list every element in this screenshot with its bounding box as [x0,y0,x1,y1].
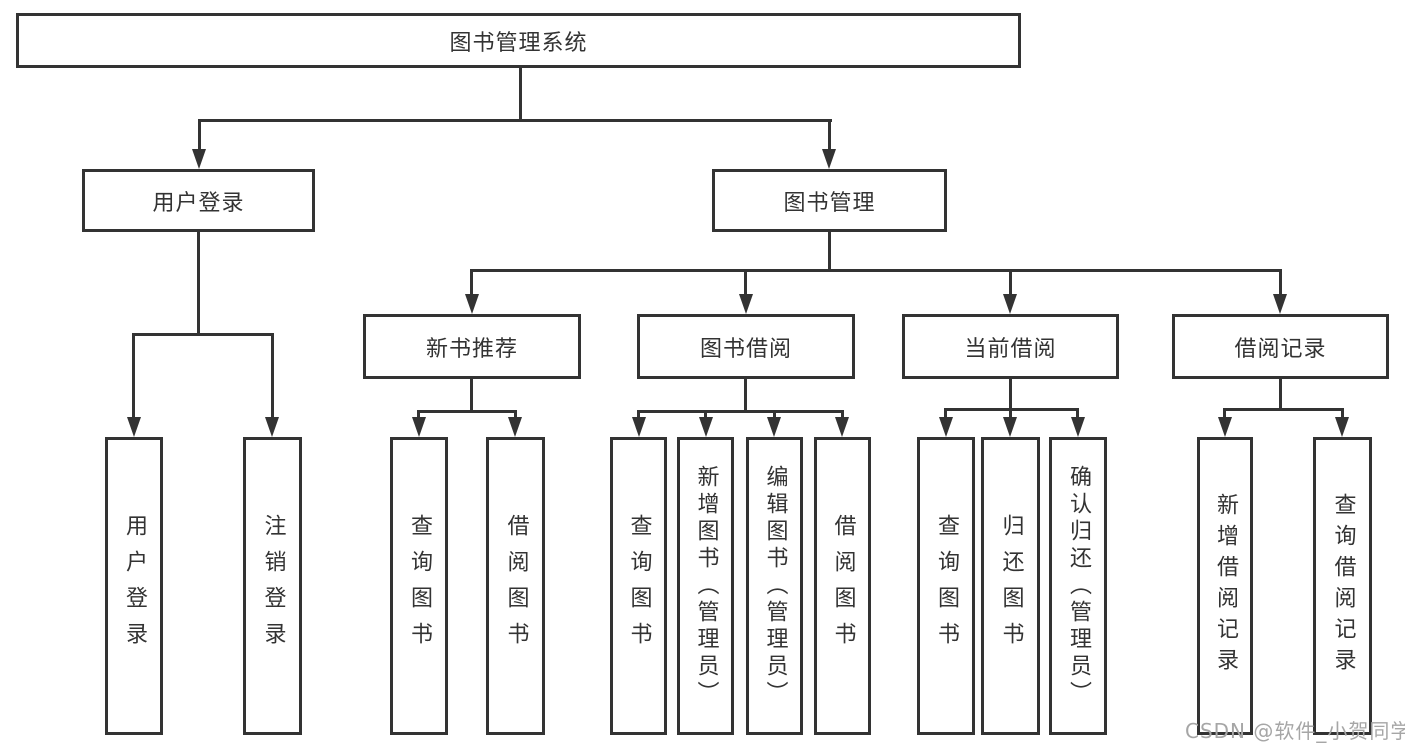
arrowhead-down-icon [192,149,206,169]
arrowhead-down-icon [1003,294,1017,314]
arrowhead-down-icon [767,417,781,437]
connector-stem [417,410,420,419]
node-label: 图书管理系统 [449,30,588,56]
connector-stem [773,410,776,419]
connector-root-stem [519,68,522,119]
arrowhead-down-icon [412,417,426,437]
connector-hline [132,333,274,336]
connector-stem [704,410,707,419]
node-label: 新书推荐 [425,336,518,362]
leaf-cb-query-books: 查询图书 [917,437,975,735]
connector-stem [637,410,640,419]
node-label: 图书借阅 [699,336,792,362]
connector-stem [1279,379,1282,410]
leaf-user-login: 用户登录 [105,437,163,735]
leaf-nb-borrow-books: 借阅图书 [486,437,545,735]
connector-stem [132,333,135,418]
node-label: 借阅记录 [1234,336,1327,362]
node-current-borrowing: 当前借阅 [902,314,1119,379]
leaf-label: 借阅图书 [830,514,856,658]
leaf-label: 用户登录 [122,514,147,658]
leaf-nb-query-books: 查询图书 [390,437,448,735]
leaf-bb-borrow-books: 借阅图书 [814,437,871,735]
csdn-watermark: CSDN @软件_小贺同学 [1185,719,1405,743]
connector-stem [744,269,747,295]
leaf-bb-add-books-admin: 新增图书（管理员） [677,437,734,735]
arrowhead-down-icon [822,149,836,169]
arrowhead-down-icon [465,294,479,314]
connector-stem [828,119,831,150]
leaf-bb-query-books: 查询图书 [610,437,667,735]
node-library-management-system: 图书管理系统 [16,13,1021,68]
arrowhead-down-icon [508,417,522,437]
leaf-label: 新增借阅记录 [1213,493,1238,679]
connector-stem [744,379,747,412]
connector-stem [198,119,201,150]
arrowhead-down-icon [632,417,646,437]
arrowhead-down-icon [1218,417,1232,437]
leaf-cb-confirm-return-admin: 确认归还（管理员） [1049,437,1107,735]
leaf-label: 新增图书（管理员） [693,464,719,708]
connector-stem [470,269,473,295]
node-label: 当前借阅 [964,336,1057,362]
arrowhead-down-icon [127,417,141,437]
connector-stem [944,408,947,419]
leaf-bb-edit-books-admin: 编辑图书（管理员） [746,437,803,735]
arrowhead-down-icon [265,417,279,437]
arrowhead-down-icon [835,417,849,437]
leaf-label: 归还图书 [998,514,1024,658]
leaf-label: 查询图书 [934,514,959,658]
arrowhead-down-icon [939,417,953,437]
connector-stem [514,410,517,419]
connector-stem [1009,269,1012,295]
connector-stem [271,333,274,418]
connector-stem [1009,379,1012,410]
arrowhead-down-icon [1003,417,1017,437]
node-new-book-recommendation: 新书推荐 [363,314,581,379]
leaf-label: 查询图书 [626,514,652,658]
connector-stem [828,232,831,272]
connector-hline [417,410,517,413]
leaf-label: 编辑图书（管理员） [762,464,788,708]
node-user-login: 用户登录 [82,169,315,232]
connector-stem [197,232,200,335]
connector-hline [637,410,844,413]
connector-stem [1223,408,1226,419]
node-book-borrowing: 图书借阅 [637,314,855,379]
connector-stem [1341,408,1344,419]
arrowhead-down-icon [739,294,753,314]
connector-stem [841,410,844,419]
leaf-cb-return-books: 归还图书 [981,437,1040,735]
connector-stem [470,379,473,412]
arrowhead-down-icon [1335,417,1349,437]
node-label: 图书管理 [783,190,876,216]
arrowhead-down-icon [1273,294,1287,314]
leaf-label: 注销登录 [260,514,286,658]
leaf-label: 查询图书 [407,514,432,658]
leaf-label: 确认归还（管理员） [1066,464,1091,708]
connector-root-hline [198,119,832,122]
arrowhead-down-icon [1071,417,1085,437]
arrowhead-down-icon [699,417,713,437]
leaf-br-query-borrow-record: 查询借阅记录 [1313,437,1372,735]
connector-stem [1279,269,1282,295]
leaf-label: 借阅图书 [503,514,529,658]
leaf-logout: 注销登录 [243,437,302,735]
connector-stem [1076,408,1079,419]
connector-stem [1009,408,1012,419]
connector-hline [470,269,1281,272]
connector-hline [1223,408,1343,411]
leaf-br-add-borrow-record: 新增借阅记录 [1197,437,1253,735]
node-borrowing-records: 借阅记录 [1172,314,1389,379]
node-label: 用户登录 [152,190,245,216]
node-book-management: 图书管理 [712,169,947,232]
leaf-label: 查询借阅记录 [1330,493,1356,679]
